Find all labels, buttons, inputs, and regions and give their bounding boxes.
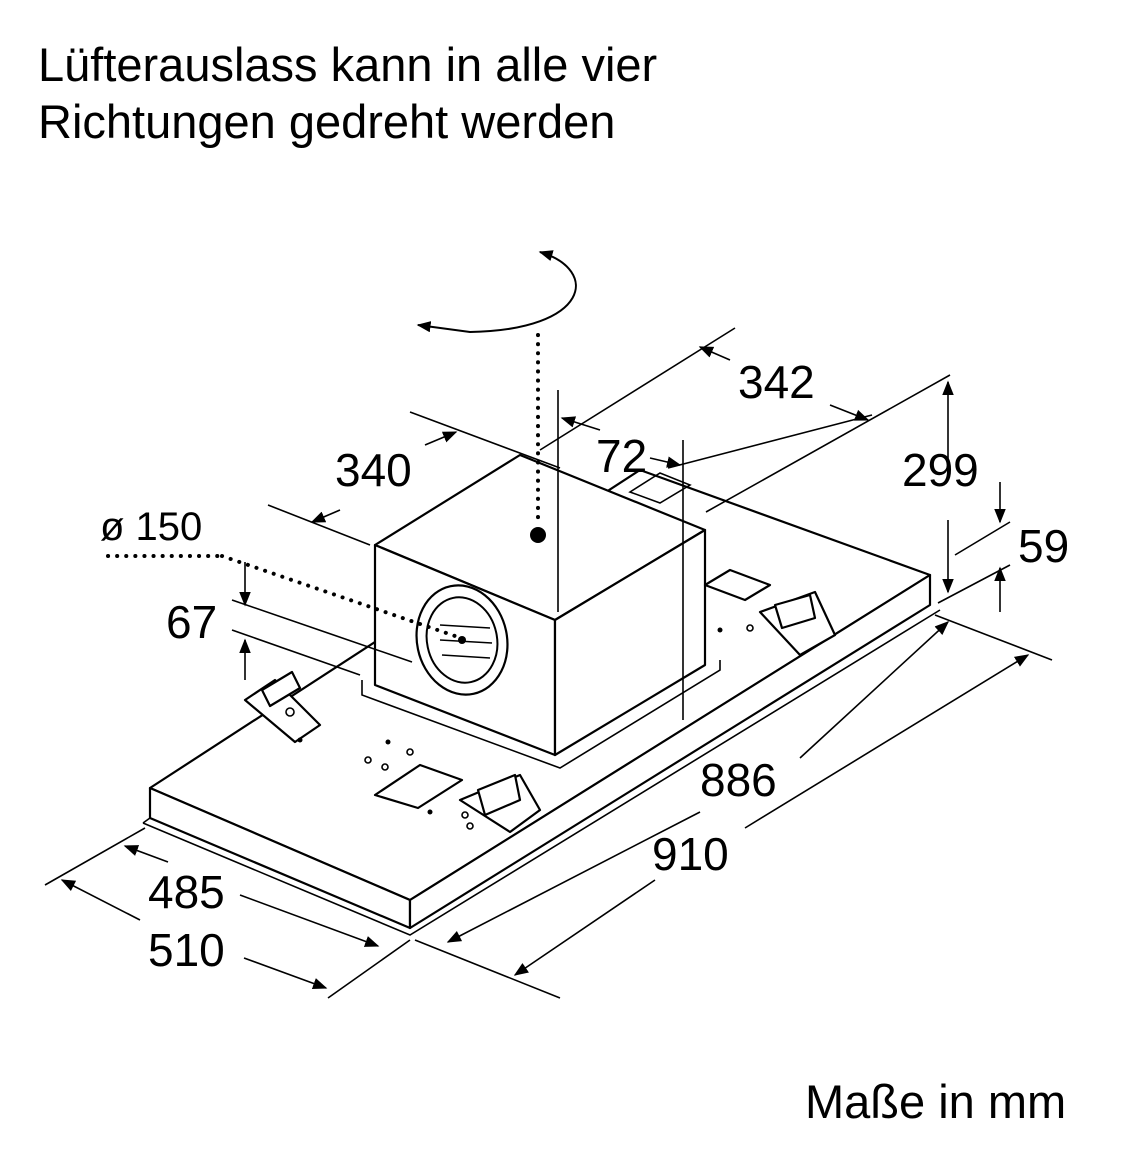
dim-910-label: 910 [652, 828, 729, 880]
dim-910: 910 [513, 654, 1030, 976]
dim-299-label: 299 [902, 444, 979, 496]
units-note: Maße in mm [805, 1075, 1067, 1128]
dim-299: 299 [705, 374, 979, 594]
filter-panels [373, 568, 772, 810]
dim-59: 59 [937, 482, 1069, 612]
dim-diameter-label: ø 150 [100, 505, 202, 549]
dim-59-label: 59 [1018, 520, 1069, 572]
bracket-front [458, 773, 542, 834]
dim-510-label: 510 [148, 924, 225, 976]
dim-340: 340 [267, 411, 561, 546]
title-line-1: Lüfterauslass kann in alle vier [38, 38, 658, 91]
dim-886: 886 [414, 614, 1053, 999]
dim-342-label: 342 [738, 356, 815, 408]
bracket-right [717, 590, 837, 657]
dim-diameter: ø 150 [100, 505, 457, 638]
dim-342: 342 [539, 327, 873, 469]
dim-72-label: 72 [596, 430, 647, 482]
dim-72: 72 [557, 390, 684, 720]
dim-67: 67 [166, 562, 413, 680]
dim-485: 485 [44, 827, 411, 999]
dim-340-label: 340 [335, 444, 412, 496]
dim-485-label: 485 [148, 866, 225, 918]
title-line-2: Richtungen gedreht werden [38, 95, 616, 148]
bracket-left [243, 670, 322, 744]
diagram-title: Lüfterauslass kann in alle vier Richtung… [38, 36, 657, 150]
rotation-arrow [416, 250, 577, 543]
dim-510: 510 [60, 879, 328, 989]
dim-67-label: 67 [166, 596, 217, 648]
mounting-brackets [243, 590, 837, 834]
air-outlet [415, 584, 509, 696]
dim-886-label: 886 [700, 754, 777, 806]
